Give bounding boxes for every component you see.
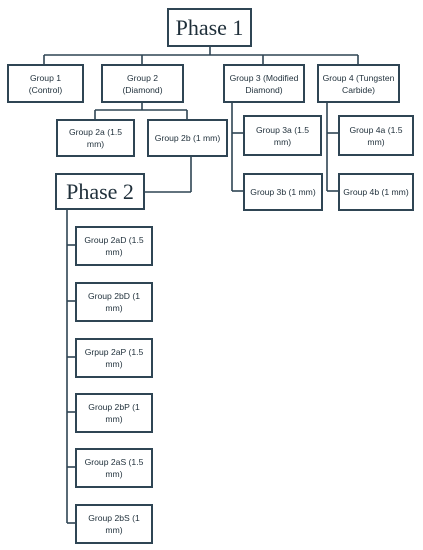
group-4b-box: Group 4b (1 mm) (338, 173, 414, 211)
group-2a-box: Group 2a (1.5 mm) (56, 119, 135, 157)
group-3a-box: Group 3a (1.5 mm) (243, 115, 322, 156)
group-2-box: Group 2 (Diamond) (101, 64, 184, 103)
group-1-box: Group 1 (Control) (7, 64, 84, 103)
group-4a-box: Group 4a (1.5 mm) (338, 115, 414, 156)
group-2bS-box: Group 2bS (1 mm) (75, 504, 153, 544)
group-2bD-box: Group 2bD (1 mm) (75, 282, 153, 322)
group-3b-box: Group 3b (1 mm) (243, 173, 323, 211)
group-2aS-box: Group 2aS (1.5 mm) (75, 448, 153, 488)
phase-2-box: Phase 2 (55, 173, 145, 210)
group-2aP-box: Grpup 2aP (1.5 mm) (75, 338, 153, 378)
group-3-box: Group 3 (Modified Diamond) (223, 64, 305, 103)
group-2bP-box: Group 2bP (1 mm) (75, 393, 153, 433)
group-4-box: Group 4 (Tungsten Carbide) (317, 64, 400, 103)
group-2b-box: Group 2b (1 mm) (147, 119, 228, 157)
group-2aD-box: Group 2aD (1.5 mm) (75, 226, 153, 266)
phase-1-box: Phase 1 (167, 8, 252, 47)
